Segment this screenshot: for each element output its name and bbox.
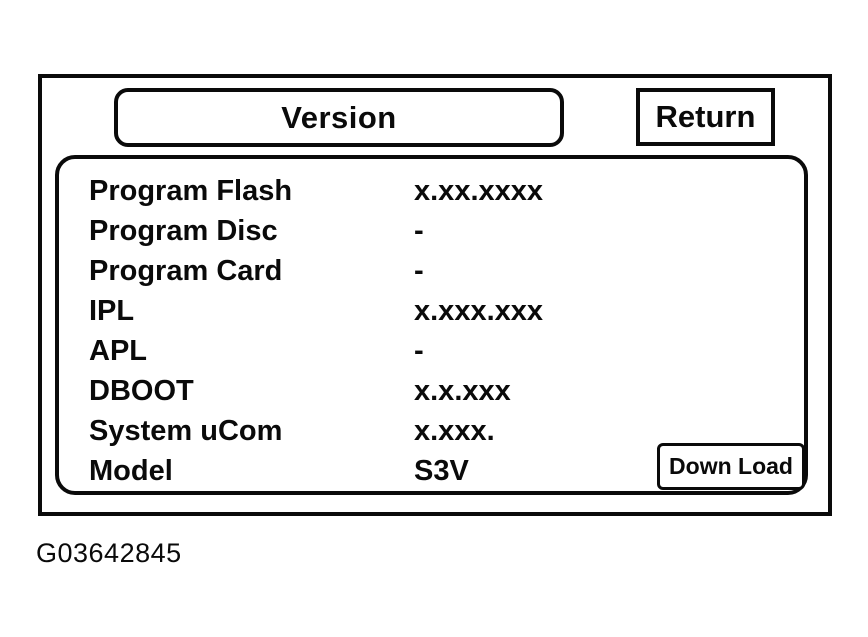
version-row-program-flash: Program Flash x.xx.xxxx <box>59 171 804 211</box>
down-load-button[interactable]: Down Load <box>657 443 805 490</box>
row-label: Program Flash <box>89 175 293 207</box>
row-value: - <box>414 255 424 287</box>
row-label: System uCom <box>89 415 283 447</box>
row-label: IPL <box>89 295 135 327</box>
version-list-panel: Program Flash x.xx.xxxx Program Disc - P… <box>55 155 808 495</box>
row-value: - <box>414 215 424 247</box>
row-label: Model <box>89 455 173 487</box>
row-value: x.xxx. <box>414 415 495 447</box>
row-label: APL <box>89 335 147 367</box>
row-value: x.x.xxx <box>414 375 511 407</box>
row-label: Program Disc <box>89 215 278 247</box>
row-value: x.xx.xxxx <box>414 175 544 207</box>
version-row-model: Model S3V <box>59 451 804 491</box>
version-screen-title: Version <box>114 88 564 147</box>
version-screen-frame: Version Return Program Flash x.xx.xxxx P… <box>38 74 832 516</box>
row-value: x.xxx.xxx <box>414 295 544 327</box>
row-value: S3V <box>414 455 469 487</box>
version-row-program-card: Program Card - <box>59 251 804 291</box>
return-button[interactable]: Return <box>636 88 775 146</box>
version-row-apl: APL - <box>59 331 804 371</box>
row-label: Program Card <box>89 255 283 287</box>
row-label: DBOOT <box>89 375 194 407</box>
figure-id: G03642845 <box>36 538 182 568</box>
version-row-program-disc: Program Disc - <box>59 211 804 251</box>
row-value: - <box>414 335 424 367</box>
version-row-system-ucom: System uCom x.xxx. <box>59 411 804 451</box>
version-row-dboot: DBOOT x.x.xxx <box>59 371 804 411</box>
version-row-ipl: IPL x.xxx.xxx <box>59 291 804 331</box>
